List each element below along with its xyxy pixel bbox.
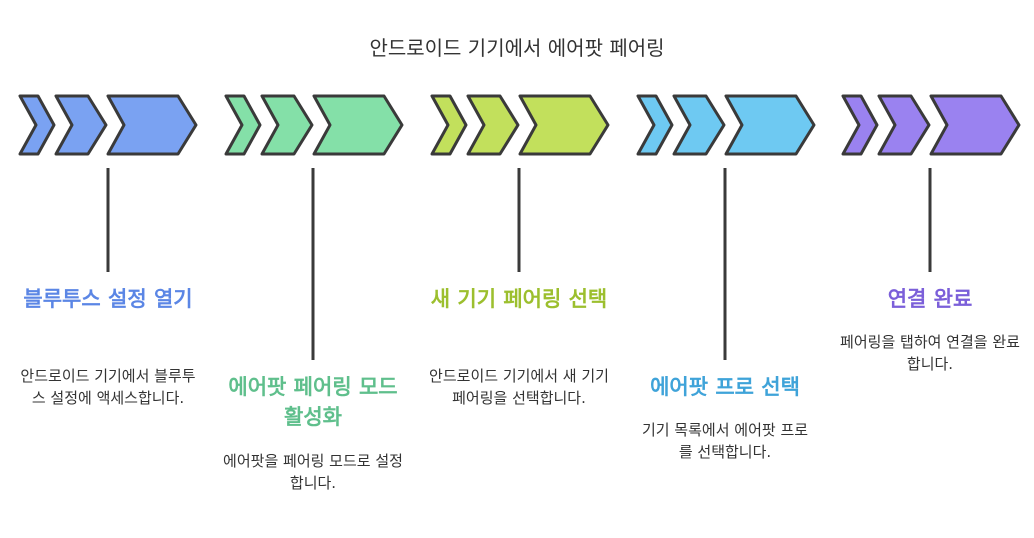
step-3-chevrons (430, 94, 610, 156)
step-1-title: 블루투스 설정 열기 (23, 287, 193, 311)
step-3-chevron-small (430, 94, 468, 156)
step-5-description: 페어링을 탭하여 연결을 완료합니다. (840, 333, 1020, 373)
step-5-chevrons (841, 94, 1021, 156)
step-5-chevron-small (841, 94, 879, 156)
step-5-title: 연결 완료 (887, 287, 973, 311)
step-3-title: 새 기기 페어링 선택 (430, 287, 608, 311)
step-1-chevron-large (106, 94, 198, 156)
step-2-chevron-large (312, 94, 404, 156)
step-4-chevron-medium (672, 94, 726, 156)
diagram-title: 안드로이드 기기에서 에어팟 페어링 (369, 36, 665, 60)
step-4-chevron-small (636, 94, 674, 156)
step-2-chevron-small (224, 94, 262, 156)
step-3-chevron-medium (466, 94, 520, 156)
step-2-chevrons (224, 94, 404, 156)
step-4-title: 에어팟 프로 선택 (650, 375, 800, 399)
step-4-chevrons (636, 94, 816, 156)
step-2-description: 에어팟을 페어링 모드로 설정합니다. (223, 452, 403, 492)
step-1-chevron-small (18, 94, 56, 156)
step-1-chevrons (18, 94, 198, 156)
step-5-chevron-medium (877, 94, 931, 156)
step-4-chevron-large (724, 94, 816, 156)
step-3-chevron-large (518, 94, 610, 156)
step-4-description: 기기 목록에서 에어팟 프로를 선택합니다. (641, 421, 809, 461)
step-2-title: 에어팟 페어링 모드 활성화 (228, 375, 398, 429)
step-3-description: 안드로이드 기기에서 새 기기 페어링을 선택합니다. (429, 367, 609, 407)
step-5-chevron-large (929, 94, 1021, 156)
step-2-chevron-medium (260, 94, 314, 156)
step-1-description: 안드로이드 기기에서 블루투스 설정에 액세스합니다. (20, 367, 196, 407)
step-1-chevron-medium (54, 94, 108, 156)
